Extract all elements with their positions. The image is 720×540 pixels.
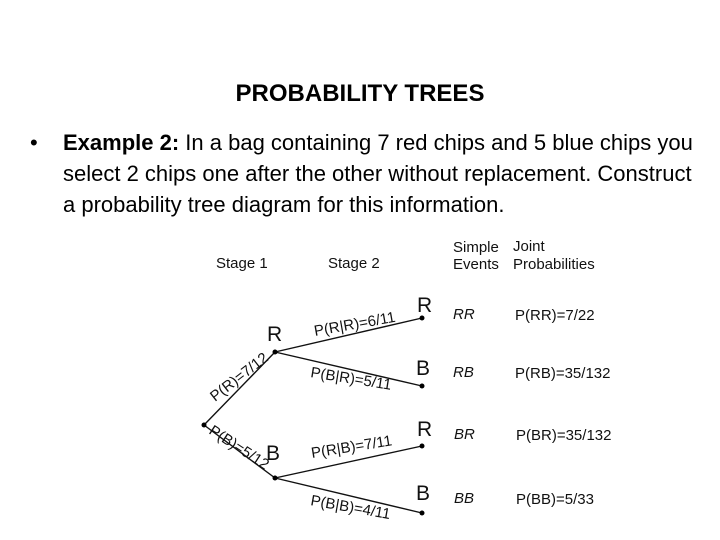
root-node [201, 422, 207, 428]
header-stage-1: Stage 1 [216, 255, 268, 272]
bullet-lead: Example 2: [63, 130, 180, 155]
leaf-node-br [419, 443, 425, 449]
joint-prob-rb: P(RB)=35/132 [515, 365, 610, 382]
edge-label-p-b: P(B)=5/12 [206, 422, 272, 473]
leaf-node-bb [419, 510, 425, 516]
leaf-node-rr [419, 315, 425, 321]
branch-r-r [274, 317, 423, 353]
joint-prob-bb: P(BB)=5/33 [516, 491, 594, 508]
simple-event-br: BR [454, 426, 475, 443]
edge-label-p-r: P(R)=7/12 [207, 349, 272, 405]
bullet-body: In a bag containing 7 red chips and 5 bl… [63, 130, 693, 217]
branch-r-b [274, 351, 423, 387]
bullet-marker: • [30, 130, 38, 155]
branch-b-r [274, 445, 423, 479]
edge-label-p-r-given-b: P(R|B)=7/11 [310, 432, 393, 462]
joint-prob-rr: P(RR)=7/22 [515, 307, 595, 324]
stage1-node-r [272, 349, 278, 355]
edge-label-p-b-given-r: P(B|R)=5/11 [309, 364, 392, 394]
simple-event-bb: BB [454, 490, 474, 507]
header-joint-line1: Joint [513, 238, 546, 255]
slide-title: PROBABILITY TREES [235, 80, 485, 107]
tree-branches [203, 317, 423, 514]
branch-b-b [274, 477, 423, 514]
edge-label-p-b-given-b: P(B|B)=4/11 [309, 492, 391, 523]
branch-root-r [203, 351, 276, 426]
edge-label-p-r-given-r: P(R|R)=6/11 [313, 309, 397, 340]
stage1-label-b: B [266, 442, 280, 465]
bullet-text-block: Example 2: In a bag containing 7 red chi… [63, 127, 693, 220]
leaf-label-br: R [417, 418, 432, 441]
stage1-label-r: R [267, 323, 282, 346]
leaf-node-rb [419, 383, 425, 389]
header-stage-2: Stage 2 [328, 255, 380, 272]
tree-nodes [201, 315, 425, 516]
header-simple-line1: Simple [453, 239, 499, 256]
leaf-label-bb: B [416, 482, 430, 505]
header-simple-line2: Events [453, 256, 499, 273]
simple-event-rb: RB [453, 364, 474, 381]
stage1-node-b [272, 475, 278, 481]
leaf-label-rb: B [416, 357, 430, 380]
branch-root-b [203, 424, 276, 479]
joint-prob-br: P(BR)=35/132 [516, 427, 611, 444]
leaf-label-rr: R [417, 294, 432, 317]
header-joint-line2: Probabilities [513, 256, 595, 273]
simple-event-rr: RR [453, 306, 475, 323]
